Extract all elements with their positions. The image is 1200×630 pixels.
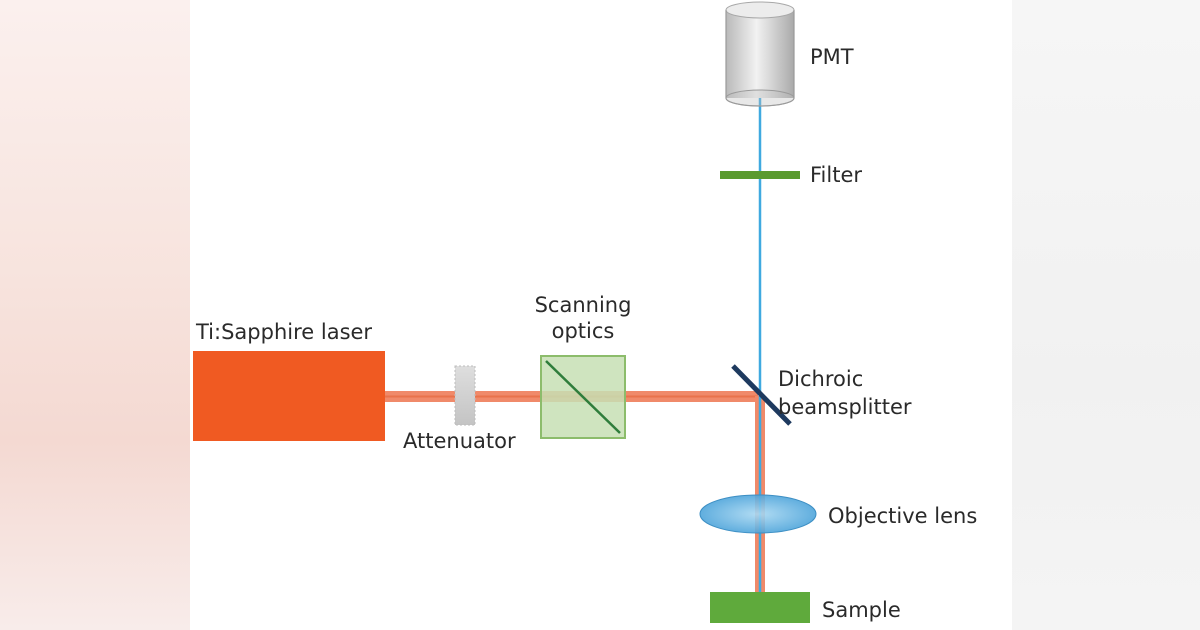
diagram-canvas — [190, 0, 1012, 630]
scanning-optics-label-line1: Scanning — [535, 293, 632, 317]
pmt-detector — [725, 1, 795, 107]
pmt-label: PMT — [810, 45, 854, 69]
objective-lens-label: Objective lens — [828, 504, 977, 528]
scanning-optics-label-line2: optics — [552, 319, 615, 343]
scanning-optics-diagonal — [545, 360, 621, 434]
objective-lens — [699, 494, 817, 534]
dichroic-beamsplitter — [731, 364, 792, 426]
filter-label: Filter — [810, 163, 862, 187]
right-background-panel — [1012, 0, 1200, 630]
attenuator-label: Attenuator — [403, 429, 516, 453]
sample — [710, 592, 810, 623]
attenuator — [454, 365, 476, 426]
laser-label: Ti:Sapphire laser — [195, 320, 372, 344]
sample-label: Sample — [822, 598, 901, 622]
left-background-panel — [0, 0, 190, 630]
filter — [720, 171, 800, 179]
dichroic-label-line2: beamsplitter — [778, 395, 912, 419]
dichroic-label-line1: Dichroic — [778, 367, 863, 391]
laser-source — [193, 351, 385, 441]
